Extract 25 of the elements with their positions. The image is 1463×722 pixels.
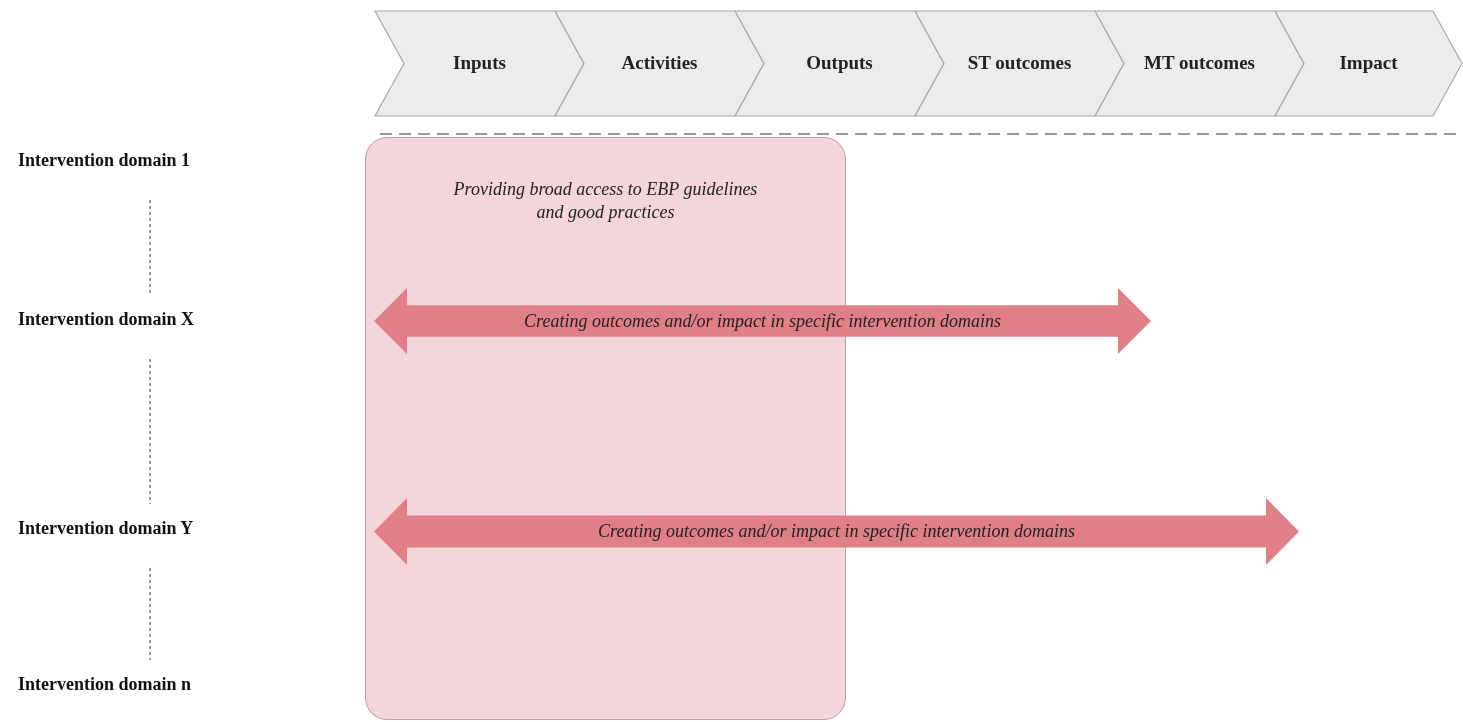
step-label: Impact: [1338, 51, 1399, 76]
step-label: Inputs: [452, 51, 507, 76]
arrow-label: Creating outcomes and/or impact in specific intervention domains: [597, 520, 1076, 543]
chevron-step: [734, 10, 945, 117]
step-label: Outputs: [805, 51, 874, 76]
chevron-step: [1094, 10, 1305, 117]
dotted-connector: [149, 199, 151, 296]
double-arrow: [374, 498, 1299, 565]
row-label: Intervention domain X: [18, 309, 268, 335]
step-label: MT outcomes: [1143, 51, 1256, 76]
row-label: Intervention domain 1: [18, 150, 268, 176]
row-label: Intervention domain n: [18, 674, 268, 700]
chevron-step: [914, 10, 1125, 117]
step-label: ST outcomes: [966, 51, 1073, 76]
arrow-label: Creating outcomes and/or impact in specific intervention domains: [523, 309, 1002, 333]
chevron-step: [554, 10, 765, 117]
row-label: Intervention domain Y: [18, 518, 268, 544]
chevron-step: [1274, 10, 1463, 117]
chevron-step: [374, 10, 585, 117]
highlight-panel: [365, 137, 846, 720]
double-arrow: [374, 288, 1151, 354]
dotted-connector: [149, 567, 151, 661]
step-label: Activities: [620, 51, 699, 76]
dotted-connector: [149, 358, 151, 505]
panel-text: Providing broad access to EBP guidelines and good practices: [452, 178, 759, 225]
